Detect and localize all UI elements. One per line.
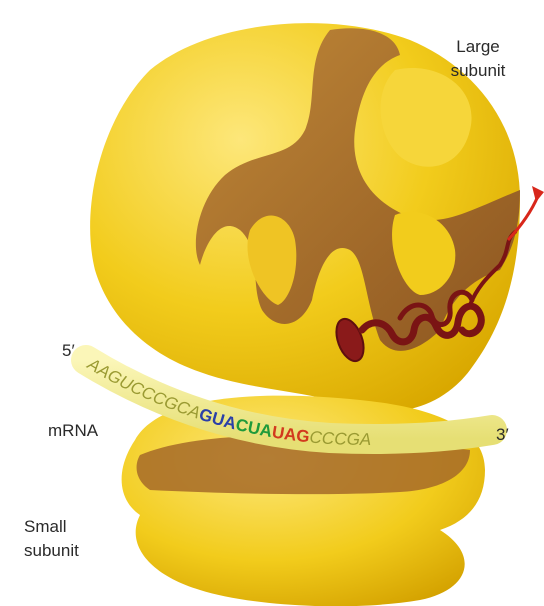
large-subunit bbox=[90, 23, 520, 411]
sequence-trailing: CCCGA bbox=[309, 427, 372, 449]
five-prime-label: 5′ bbox=[62, 341, 75, 360]
small-subunit-label-line1: Small bbox=[24, 517, 67, 536]
three-prime-label: 3′ bbox=[496, 425, 509, 444]
large-subunit-label-line2: subunit bbox=[451, 61, 506, 80]
mrna-label: mRNA bbox=[48, 421, 99, 440]
small-subunit-label-line2: subunit bbox=[24, 541, 79, 560]
large-subunit-label-line1: Large bbox=[456, 37, 499, 56]
